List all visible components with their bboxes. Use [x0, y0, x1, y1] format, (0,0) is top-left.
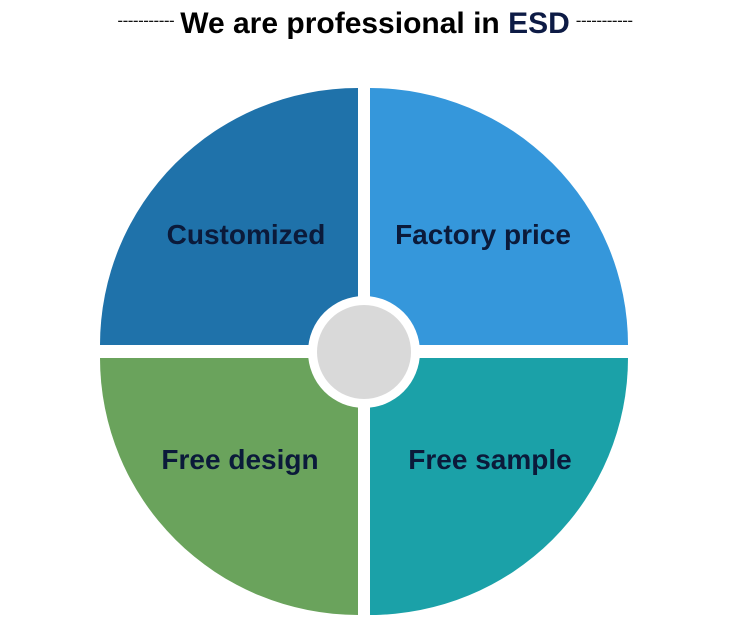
- title-row: ----------- We are professional in ESD -…: [0, 6, 750, 42]
- right-dash-line: -----------: [575, 11, 633, 30]
- label-free-sample: Free sample: [408, 444, 572, 475]
- label-factory-price: Factory price: [395, 219, 571, 250]
- label-customized: Customized: [166, 219, 326, 250]
- center-circle: [317, 305, 411, 399]
- page-title: We are professional in ESD: [180, 7, 570, 41]
- label-free-design: Free design: [161, 444, 319, 475]
- quadrant-customized: [100, 88, 358, 345]
- quadrant-free-sample: [370, 358, 628, 615]
- left-dash-line: -----------: [117, 11, 175, 30]
- quadrant-free-design: [100, 358, 358, 615]
- title-text: We are professional in: [180, 7, 509, 40]
- quadrant-factory-price: [370, 88, 628, 345]
- title-accent: ESD: [508, 7, 570, 40]
